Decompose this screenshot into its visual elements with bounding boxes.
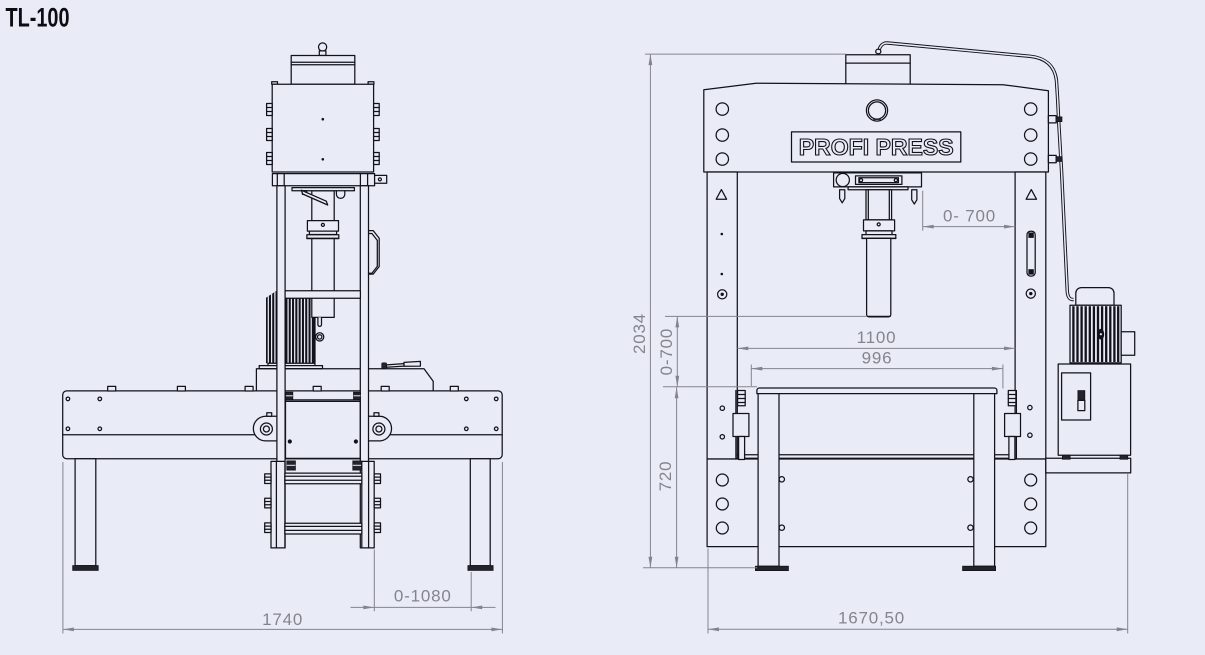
drain-stub xyxy=(317,317,323,328)
cylinder-flange xyxy=(271,172,376,187)
hydraulic-hose xyxy=(877,41,1074,302)
dimension-1100: 1100 xyxy=(737,328,1016,351)
dimension-720: 720 xyxy=(656,387,679,568)
dim-0-1080-label: 0-1080 xyxy=(394,587,452,606)
eyebolt-icon xyxy=(317,42,328,52)
dim-2034-label: 2034 xyxy=(630,313,649,354)
side-view: 0-1080 1740 xyxy=(62,42,503,634)
dimension-0-700-vertical: 0-700 xyxy=(657,315,866,388)
beam-bolt-holes xyxy=(715,102,1038,166)
brand-plate xyxy=(790,131,962,163)
pump-lever xyxy=(300,189,329,206)
oil-sight-gauge xyxy=(1026,230,1036,277)
lower-guides xyxy=(264,460,382,549)
dim-1100-label: 1100 xyxy=(857,328,897,347)
top-cylinder-mount xyxy=(845,54,911,85)
port-ring xyxy=(314,332,325,342)
dimension-2034: 2034 xyxy=(630,53,846,569)
dim-1740-label: 1740 xyxy=(262,610,303,629)
dimension-996: 996 xyxy=(750,349,1004,389)
table-legs-side xyxy=(72,458,494,571)
brand-plate-label: PROFI PRESS xyxy=(799,134,954,160)
block-side-bolts xyxy=(265,102,380,166)
dimension-1670-50: 1670,50 xyxy=(707,474,1129,634)
side-bracket xyxy=(373,174,388,184)
hose-fitting xyxy=(875,48,882,55)
side-handle xyxy=(367,229,380,275)
table-carriage xyxy=(284,391,362,471)
work-table-front xyxy=(755,387,998,572)
manifold-plate xyxy=(291,186,356,192)
table-top-tabs xyxy=(107,385,459,392)
dim-0-700-h-label: 0- 700 xyxy=(943,207,996,226)
motor-cap xyxy=(1075,286,1115,306)
table-lift-lever xyxy=(381,360,422,370)
frame-column-right xyxy=(1014,171,1047,460)
dim-1670-50-label: 1670,50 xyxy=(838,609,905,628)
cylinder-block xyxy=(271,83,375,173)
crossbeam xyxy=(703,82,1050,173)
beam-center-hole xyxy=(865,99,889,122)
hose-hook xyxy=(335,190,346,200)
pump-box xyxy=(255,368,434,392)
ram-assembly xyxy=(832,172,923,318)
dim-996-label: 996 xyxy=(862,349,893,368)
dimension-0-1080: 0-1080 xyxy=(350,549,496,612)
table-clamps xyxy=(732,389,1022,461)
cylinder-collar xyxy=(306,219,340,240)
cross-beam xyxy=(284,290,362,299)
dim-0-700-v-label: 0-700 xyxy=(657,328,676,375)
ram-rod xyxy=(865,237,892,318)
pump-unit xyxy=(1045,286,1136,474)
page-title: TL-100 xyxy=(6,3,70,33)
dimension-1740: 1740 xyxy=(62,462,503,634)
cylinder-top-cap xyxy=(290,54,356,85)
frame-column-left xyxy=(706,171,738,460)
front-view: PROFI PRESS xyxy=(630,41,1136,634)
column-marks xyxy=(715,188,1038,440)
table-pivot-ears xyxy=(252,412,393,442)
dim-720-label: 720 xyxy=(656,461,675,492)
oil-tank xyxy=(1057,363,1132,456)
hose-clamps xyxy=(1047,114,1063,164)
dimension-0-700-horizontal: 0- 700 xyxy=(922,190,1016,231)
